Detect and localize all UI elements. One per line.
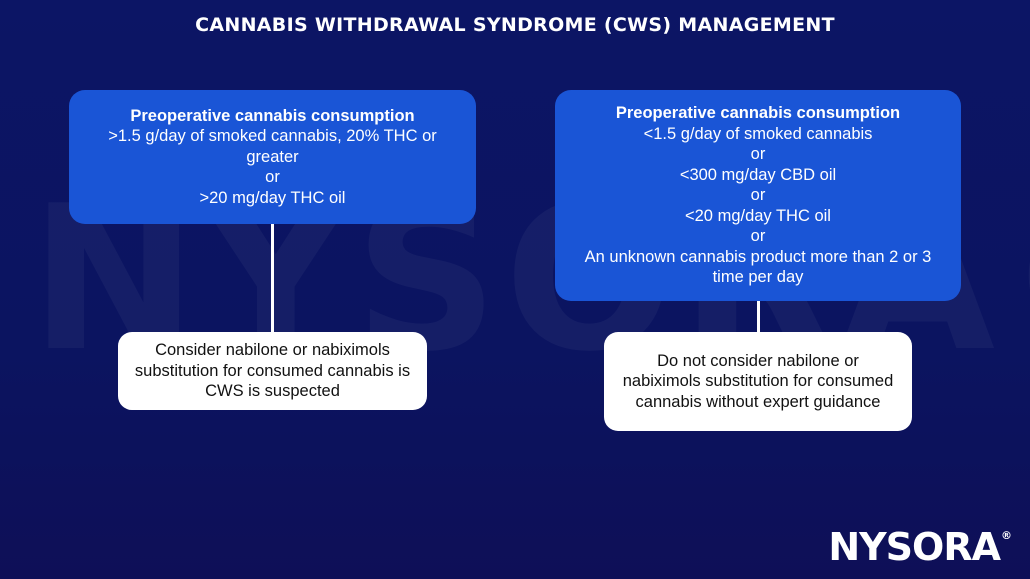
left-criteria-line: or xyxy=(265,168,280,187)
right-criteria-line: or xyxy=(750,186,766,205)
left-criteria-line: >20 mg/day THC oil xyxy=(199,188,346,207)
right-criteria-line: <300 mg/day CBD oil xyxy=(679,165,837,184)
right-criteria-line: <1.5 g/day of smoked cannabis xyxy=(643,124,873,143)
left-recommendation-box: Consider nabilone or nabiximols substitu… xyxy=(118,332,427,410)
logo-text: NYSORA xyxy=(828,525,1001,569)
nysora-logo: NYSORA® xyxy=(828,525,1012,569)
right-criteria-line: <20 mg/day THC oil xyxy=(685,206,831,225)
page-title: CANNABIS WITHDRAWAL SYNDROME (CWS) MANAG… xyxy=(195,14,835,36)
left-criteria-box: Preoperative cannabis consumption >1.5 g… xyxy=(69,90,476,224)
right-criteria-heading: Preoperative cannabis consumption xyxy=(615,104,901,123)
left-criteria-heading: Preoperative cannabis consumption xyxy=(130,106,415,125)
right-criteria-line: or xyxy=(750,227,766,246)
right-connector-line xyxy=(757,301,760,332)
right-criteria-line: or xyxy=(750,145,766,164)
right-recommendation-box: Do not consider nabilone or nabiximols s… xyxy=(604,332,912,431)
left-recommendation-text: Consider nabilone or nabiximols substitu… xyxy=(134,341,411,401)
right-criteria-line: An unknown cannabis product more than 2 … xyxy=(584,247,932,287)
registered-mark-icon: ® xyxy=(1001,529,1012,542)
left-connector-line xyxy=(271,224,274,332)
left-criteria-line: >1.5 g/day of smoked cannabis, 20% THC o… xyxy=(108,127,437,166)
right-recommendation-text: Do not consider nabilone or nabiximols s… xyxy=(622,351,894,411)
right-criteria-box: Preoperative cannabis consumption <1.5 g… xyxy=(555,90,961,301)
